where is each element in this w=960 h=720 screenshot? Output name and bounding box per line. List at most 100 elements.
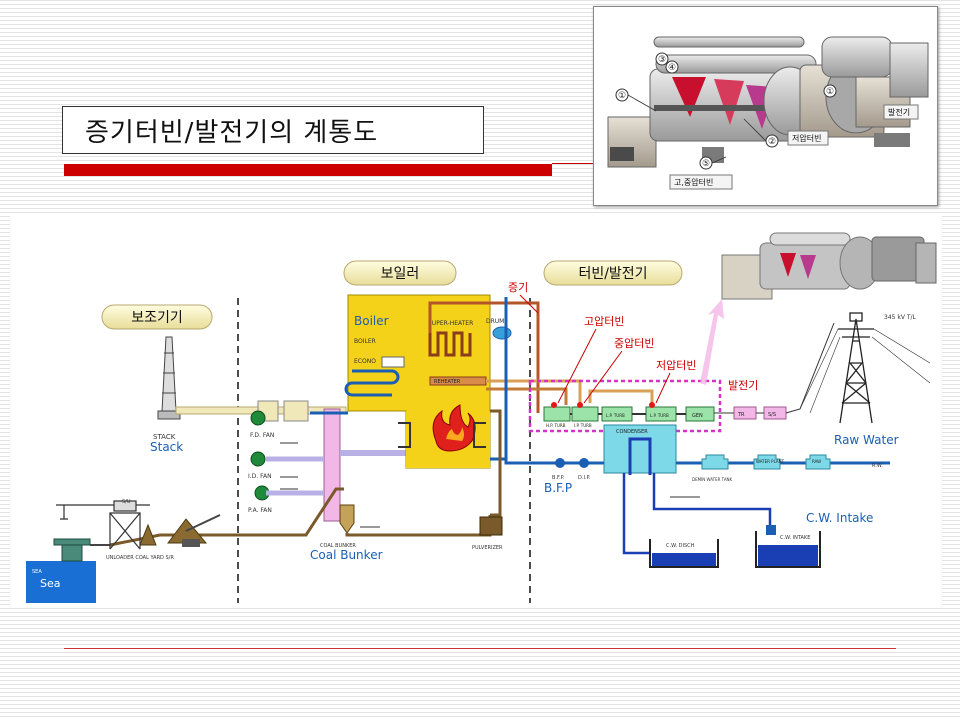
callout-3: ③ (658, 55, 666, 65)
lp-turbine-pointer (655, 372, 671, 404)
stacker-boom (185, 514, 221, 532)
svg-text:TR: TR (737, 412, 745, 418)
bfp-pump (555, 458, 565, 468)
svg-text:L.P. TURB: L.P. TURB (650, 413, 669, 418)
economizer-coil (344, 369, 400, 397)
superheater-label: SUPER-HEATER (428, 320, 473, 327)
pulverizer (479, 516, 503, 536)
raw-water-label: Raw Water (834, 433, 899, 447)
air-heater (323, 408, 341, 522)
cooling-loop (628, 437, 652, 475)
callout-2: ② (768, 137, 776, 147)
economizer-label: ECONO (354, 358, 376, 365)
photo-label-generator: 발전기 (888, 107, 910, 117)
svg-text:P.A. FAN: P.A. FAN (248, 507, 272, 514)
coal-pile-1 (139, 523, 157, 546)
generator-label: 발전기 (728, 379, 758, 392)
id-fan: I.D. FAN (248, 451, 272, 480)
line-cables (799, 328, 841, 414)
title-accent-line (552, 163, 594, 164)
svg-text:B.F.P.: B.F.P. (552, 475, 565, 481)
coal-bunker-label: Coal Bunker (310, 548, 383, 562)
transmission-line (785, 322, 835, 414)
lp-valve (649, 402, 655, 408)
raw-tank (805, 454, 831, 470)
power-plant-flow-diagram: 보조기기 보일러 터빈/발전기 STACK Stack F.D. FAN I.D… (10, 213, 942, 605)
stack (157, 336, 181, 420)
boiler-small-label: BOILER (354, 338, 376, 345)
svg-text:S/S: S/S (768, 412, 776, 418)
svg-text:WATER PLANT: WATER PLANT (756, 459, 785, 464)
stacker (182, 539, 200, 547)
callout-5: ⑤ (702, 159, 710, 169)
drum (492, 326, 512, 340)
header-aux: 보조기기 (131, 310, 183, 326)
header-boiler: 보일러 (381, 266, 420, 282)
turbine-group-highlight (528, 379, 722, 433)
hp-turbine-label: 고압터빈 (584, 315, 624, 328)
svg-text:R.W.: R.W. (872, 463, 883, 469)
zoom-arrow (700, 299, 724, 385)
cold-reheat-line (486, 387, 568, 405)
unloader-crane (56, 500, 150, 550)
intake-basin (755, 531, 821, 568)
ip-turbine-box (571, 406, 599, 422)
superheater-coil (428, 331, 472, 357)
sea-water (26, 561, 96, 603)
fd-fan: F.D. FAN (250, 410, 274, 439)
demin-tank (701, 454, 729, 470)
slide-title-box: 증기터빈/발전기의 계통도 (62, 106, 484, 154)
svg-text:I.P. TURB: I.P. TURB (574, 423, 592, 428)
yard-labels: UNLOADER COAL YARD S/R (106, 555, 174, 561)
sea-label: Sea (40, 577, 61, 590)
water-plant (753, 454, 781, 470)
footer-rule (64, 648, 896, 649)
hp-turbine-pointer (557, 328, 597, 404)
dip-pump (579, 458, 589, 468)
cw-discharge-line (622, 473, 650, 555)
ip-turbine-label: 중압터빈 (614, 337, 654, 350)
photo-label-hp-ip-turbine: 고,중압터빈 (674, 178, 713, 187)
intake-water (758, 545, 818, 566)
photo-label-lp-turbine: 저압터빈 (792, 134, 821, 143)
ip-turbine-pointer (583, 350, 623, 404)
svg-text:H.P. TURB: H.P. TURB (546, 423, 566, 428)
bfp-label: B.F.P (544, 481, 572, 495)
burner-right (473, 422, 486, 448)
discharge-basin (649, 539, 719, 568)
lp-turbine-label: 저압터빈 (656, 359, 696, 372)
crossover-pipe (588, 389, 654, 407)
slide-title: 증기터빈/발전기의 계통도 (85, 117, 379, 148)
ip-valve (577, 402, 583, 408)
boiler-label: Boiler (354, 314, 389, 328)
svg-text:L.P. TURB: L.P. TURB (606, 413, 625, 418)
plant-schematic: 보조기기 보일러 터빈/발전기 STACK Stack F.D. FAN I.D… (26, 232, 937, 603)
callout-1b: ① (826, 87, 834, 97)
pa-fan: P.A. FAN (248, 485, 272, 514)
turbine-cutaway-illustration: ① ② ③ ④ ⑤ ① 저압터빈 발전기 고,중압터빈 (607, 36, 929, 190)
hp-turbine-box (543, 406, 571, 422)
svg-text:PULVERIZER: PULVERIZER (472, 545, 503, 551)
line-voltage-label: 345 kV T/L (884, 314, 917, 321)
callout-4: ④ (668, 63, 676, 73)
main-steam-line (428, 301, 540, 413)
svg-text:RAW: RAW (812, 459, 821, 464)
svg-text:F.D. FAN: F.D. FAN (250, 432, 274, 439)
condenser-label: CONDENSER (616, 429, 648, 435)
svg-text:D.I.P.: D.I.P. (578, 475, 591, 481)
header-turbine-badge (543, 260, 683, 286)
economizer-box (381, 356, 405, 368)
svg-text:C.W. DISCH: C.W. DISCH (666, 543, 695, 549)
sea-pump (61, 544, 83, 562)
steam-pointer (519, 294, 539, 314)
svg-text:GEN: GEN (692, 413, 703, 419)
turbine-thumbnail (721, 232, 937, 300)
burner-left (398, 422, 411, 448)
svg-text:SEA: SEA (32, 569, 42, 575)
title-accent-bar (64, 164, 552, 176)
header-boiler-badge (343, 260, 457, 286)
cw-pump (766, 525, 776, 535)
svg-text:COAL BUNKER: COAL BUNKER (320, 543, 356, 549)
stack-small-label: STACK (153, 433, 176, 441)
discharge-water (652, 553, 716, 566)
